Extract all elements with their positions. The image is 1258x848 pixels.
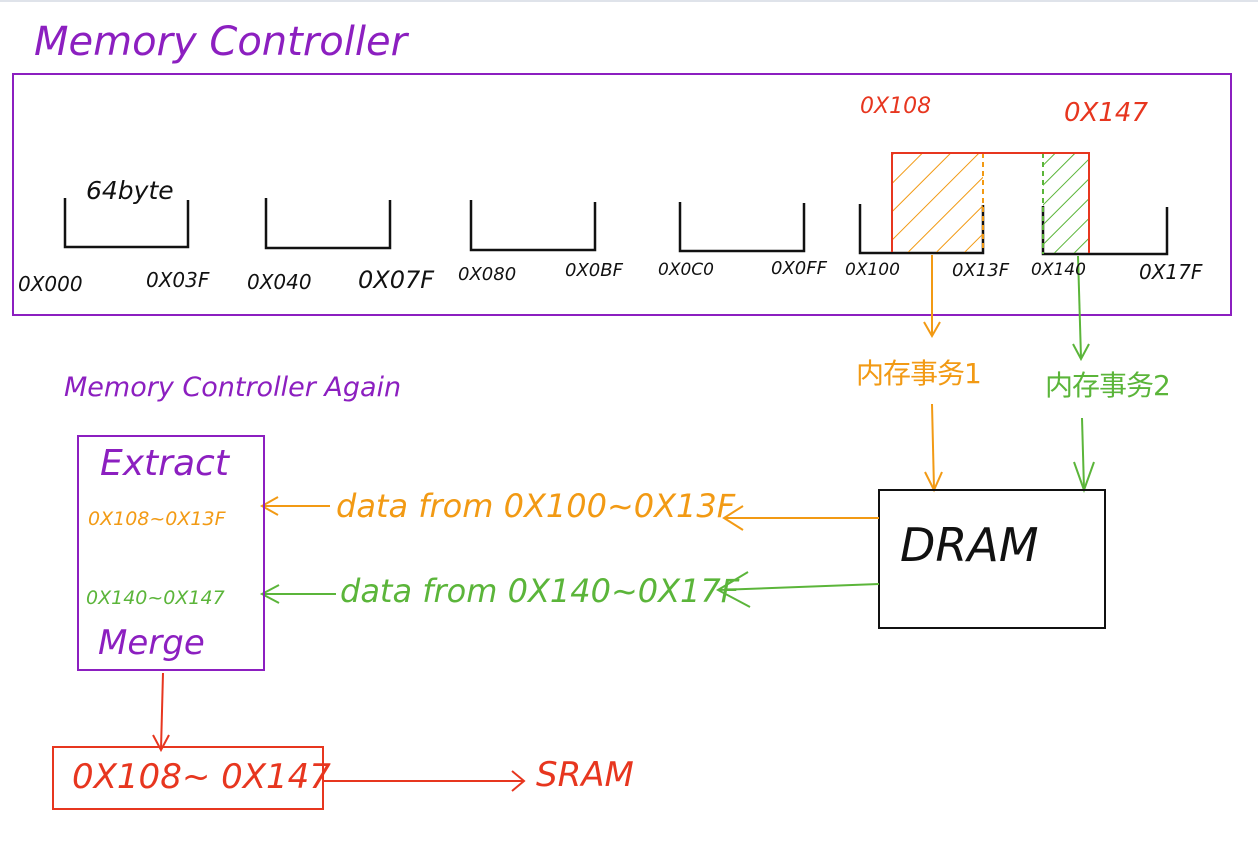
- request-range-outline: [891, 152, 1090, 253]
- addr-end-4: 0X13F: [952, 260, 1010, 281]
- addr-start-3: 0X0C0: [658, 260, 714, 280]
- controller-again-title: Memory Controller Again: [64, 372, 402, 403]
- transaction-1-label: 内存事务1: [856, 357, 982, 390]
- addr-end-2: 0X0BF: [565, 260, 623, 281]
- merge-down-arrow: [160, 672, 164, 750]
- window-top-border: [0, 0, 1258, 2]
- block-bracket-0: [63, 198, 190, 249]
- hatch-green-region: [1043, 153, 1089, 253]
- data-return-2-head-right: [715, 571, 751, 608]
- request-end-label: 0X147: [1064, 98, 1148, 128]
- controller-again-box: [77, 435, 265, 671]
- to-sram-arrowhead: [511, 770, 526, 792]
- extract-range-1: 0X108~0X13F: [88, 508, 226, 530]
- transaction-2-arrow-top: [1077, 255, 1082, 359]
- data-return-1-head-right: [722, 505, 744, 531]
- addr-end-1: 0X07F: [358, 266, 435, 294]
- hatch-orange-region: [892, 153, 983, 252]
- extract-range-2: 0X140~0X147: [86, 587, 225, 609]
- addr-end-3: 0X0FF: [771, 258, 827, 279]
- merged-range-box: [52, 746, 324, 810]
- memory-controller-title: Memory Controller: [34, 19, 408, 65]
- block-size-label: 64byte: [86, 176, 174, 205]
- data-from-1-label: data from 0X100~0X13F: [336, 487, 736, 525]
- addr-end-0: 0X03F: [146, 268, 210, 292]
- data-return-2-head-left: [259, 584, 280, 604]
- addr-start-4: 0X100: [845, 260, 900, 280]
- sram-label: SRAM: [536, 755, 634, 795]
- block-bracket-2: [469, 200, 597, 252]
- addr-start-1: 0X040: [247, 270, 312, 294]
- transaction-2-arrow-bottom: [1081, 417, 1085, 490]
- transaction-2-label: 内存事务2: [1045, 369, 1171, 402]
- addr-start-5: 0X140: [1031, 260, 1086, 280]
- transaction-1-arrow-bottom: [931, 403, 935, 490]
- addr-start-2: 0X080: [458, 264, 517, 285]
- transaction-2-arrowhead-top: [1072, 343, 1090, 362]
- merged-range-label: 0X108~ 0X147: [72, 757, 331, 797]
- dram-label: DRAM: [900, 518, 1039, 572]
- merge-down-arrowhead: [152, 734, 170, 753]
- extract-label: Extract: [100, 443, 229, 484]
- block-bracket-1: [264, 198, 392, 250]
- dram-box: [878, 489, 1106, 629]
- block-bracket-3: [678, 202, 806, 253]
- memory-controller-box: [12, 73, 1232, 316]
- data-return-1-head-left: [259, 496, 279, 516]
- addr-end-5: 0X17F: [1139, 260, 1203, 284]
- transaction-1-arrowhead-top: [923, 321, 941, 339]
- merge-label: Merge: [98, 623, 205, 663]
- data-from-2-label: data from 0X140~0X17F: [340, 572, 740, 610]
- request-start-label: 0X108: [860, 94, 932, 119]
- data-return-2-line: [717, 583, 880, 591]
- addr-start-0: 0X000: [18, 272, 83, 296]
